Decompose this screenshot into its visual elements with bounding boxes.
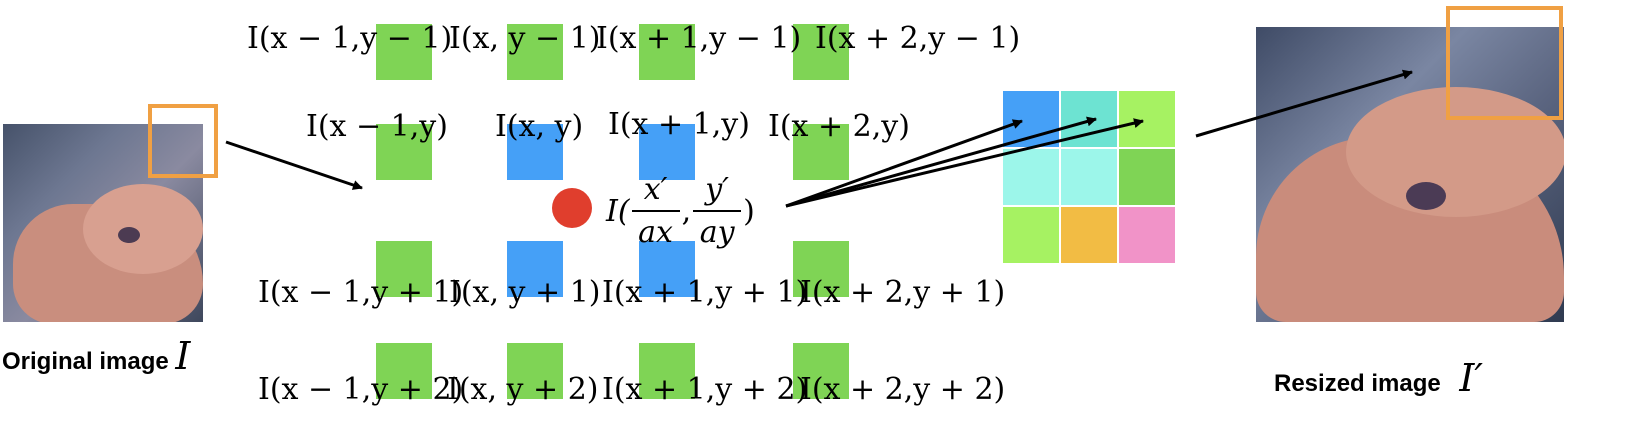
label-r1c4: I(x + 2,y − 1) (815, 21, 1021, 56)
label-r2c1: I(x − 1,y) (306, 109, 448, 144)
fraction-y: y′ ay (693, 172, 742, 250)
output-cell-7 (1003, 207, 1059, 263)
label-r2c3: I(x + 1,y) (608, 107, 750, 142)
label-r2c2: I(x, y) (495, 109, 584, 144)
pixel-green-r4c1 (376, 343, 432, 399)
pixel-green-r4c3 (639, 343, 695, 399)
pixel-blue-r2c3 (639, 124, 695, 180)
resized-crop-box (1446, 6, 1563, 120)
pixel-green-r4c4 (793, 343, 849, 399)
pixel-green-r3c4 (793, 241, 849, 297)
output-cell-6 (1119, 149, 1175, 205)
original-caption-symbol: I (175, 334, 191, 378)
fraction-x: x′ ax (631, 172, 680, 250)
label-r4c4: I(x + 2,y + 2) (800, 372, 1006, 407)
resized-caption-symbol: I′ (1459, 356, 1484, 400)
arrow-to-resized (1195, 69, 1413, 138)
label-r1c1: I(x − 1,y − 1) (247, 21, 453, 56)
label-r1c3: I(x + 1,y − 1) (596, 21, 802, 56)
label-r4c3: I(x + 1,y + 2) (602, 372, 808, 407)
output-cell-5 (1061, 149, 1117, 205)
label-r2c4: I(x + 2,y) (768, 109, 910, 144)
label-r4c1: I(x − 1,y + 2) (258, 372, 464, 407)
interpolated-point (552, 188, 592, 228)
fraction-y-bar (693, 210, 742, 212)
label-r4c2: I(x, y + 2) (447, 372, 599, 407)
pixel-green-r1c1 (376, 24, 432, 80)
fraction-x-bar (631, 210, 680, 212)
fraction-y-num: y′ (705, 172, 729, 207)
fraction-x-num: x′ (643, 172, 668, 207)
label-r3c4: I(x + 2,y + 1) (800, 275, 1006, 310)
pixel-green-r4c2 (507, 343, 563, 399)
pixel-green-r1c4 (793, 24, 849, 80)
resized-image-caption: Resized image I′ (1274, 356, 1483, 400)
interpolation-formula: I( x′ ax , y′ ay ) (606, 166, 755, 256)
pixel-blue-r3c3 (639, 241, 695, 297)
resized-image (1256, 27, 1564, 322)
pixel-green-r2c4 (793, 124, 849, 180)
original-image-caption: Original image I (2, 334, 190, 378)
arrow-to-grid (225, 140, 363, 190)
output-cell-3 (1119, 91, 1175, 147)
label-r3c2: I(x, y + 1) (449, 275, 601, 310)
original-crop-box (148, 104, 218, 178)
resized-caption-text: Resized image (1274, 370, 1441, 397)
label-r3c3: I(x + 1,y + 1) (602, 275, 808, 310)
label-r1c2: I(x, y − 1) (449, 21, 601, 56)
arrow-to-cell-3 (785, 118, 1144, 208)
pixel-blue-r2c2 (507, 124, 563, 180)
arrow-to-cell-1 (785, 119, 1023, 208)
original-image (3, 124, 203, 322)
formula-comma: , (681, 193, 692, 229)
original-caption-text: Original image (2, 348, 169, 375)
pixel-green-r1c3 (639, 24, 695, 80)
pixel-green-r3c1 (376, 241, 432, 297)
fraction-x-den: ax (638, 215, 673, 250)
fraction-y-den: ay (699, 215, 735, 250)
output-cell-4 (1003, 149, 1059, 205)
pixel-green-r1c2 (507, 24, 563, 80)
formula-suffix: ) (743, 193, 755, 229)
output-cell-8 (1061, 207, 1117, 263)
output-cell-9 (1119, 207, 1175, 263)
pixel-green-r2c1 (376, 124, 432, 180)
formula-prefix: I( (606, 193, 630, 229)
arrow-to-cell-2 (785, 116, 1097, 208)
label-r3c1: I(x − 1,y + 1) (258, 275, 464, 310)
pixel-blue-r3c2 (507, 241, 563, 297)
